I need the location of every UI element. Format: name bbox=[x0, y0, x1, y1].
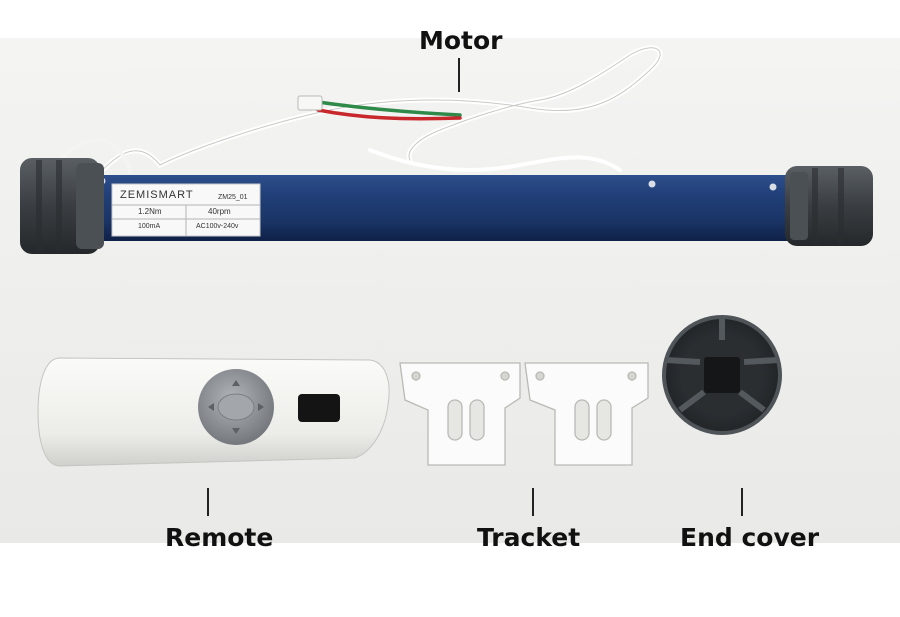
remote-center-button bbox=[217, 393, 255, 421]
bracket-left bbox=[399, 362, 521, 466]
motor-left-end-cap bbox=[20, 158, 104, 254]
motor-voltage: AC100v-240v bbox=[196, 223, 239, 230]
motor-speed: 40rpm bbox=[208, 207, 231, 216]
bracket-right bbox=[524, 362, 649, 466]
motor-brand: Zemismart bbox=[120, 189, 194, 201]
signal-wires bbox=[297, 95, 462, 121]
motor-current: 100mA bbox=[138, 223, 161, 230]
tracket-label: Tracket bbox=[477, 523, 581, 552]
power-cable bbox=[58, 45, 663, 181]
remote-label: Remote bbox=[165, 523, 274, 552]
motor-torque: 1.2Nm bbox=[138, 207, 162, 216]
motor bbox=[20, 158, 873, 254]
motor-label: Motor bbox=[419, 26, 503, 55]
remote-indicator-window bbox=[298, 394, 340, 422]
end-cover bbox=[662, 315, 782, 435]
remote bbox=[37, 357, 390, 467]
end-cover-label: End cover bbox=[680, 523, 820, 552]
motor-model: ZM25_01 bbox=[218, 194, 248, 201]
motor-right-end-cap bbox=[785, 166, 873, 246]
